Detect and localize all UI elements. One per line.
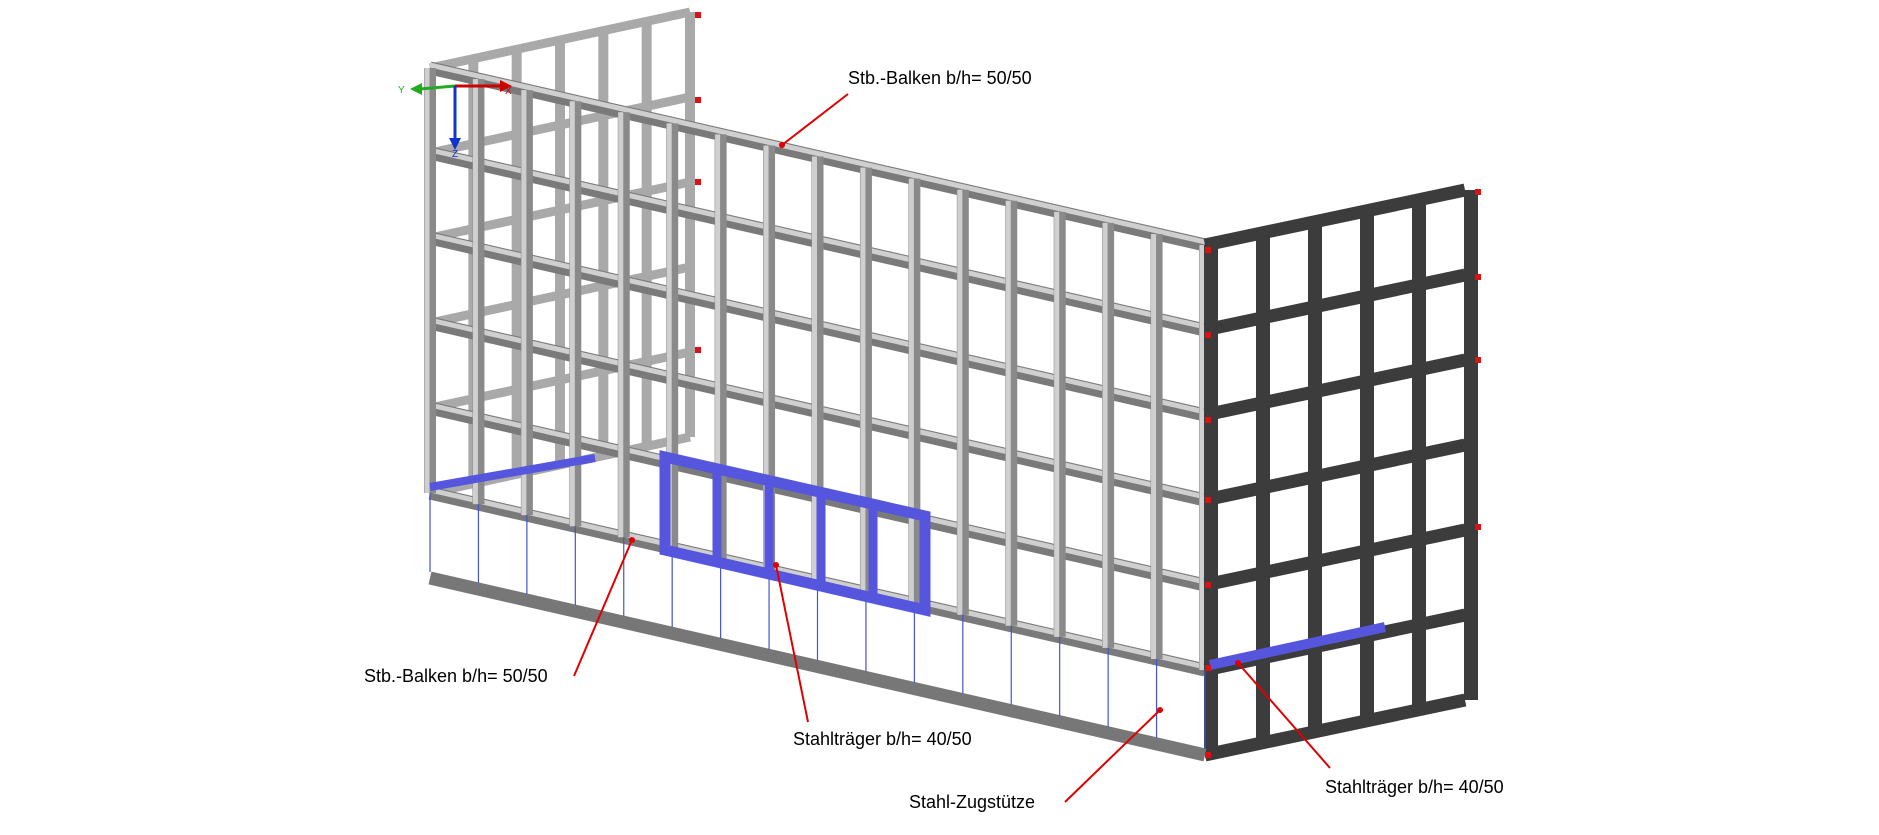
ground-beam [428, 571, 1207, 762]
support-marker [1475, 357, 1481, 363]
label-beam-top: Stb.-Balken b/h= 50/50 [848, 68, 1032, 88]
z-axis-label: Z [452, 149, 458, 160]
leader-line [1064, 709, 1161, 803]
right-wall-beam [1203, 183, 1467, 252]
support-marker [695, 347, 701, 353]
label-steel-column: Stahl-Zugstütze [909, 792, 1036, 812]
support-marker [1205, 582, 1211, 588]
support-marker [1205, 332, 1211, 338]
label-beam-left: Stb.-Balken b/h= 50/50 [364, 666, 548, 686]
support-marker [695, 12, 701, 18]
axis-triad: X Y Z [398, 80, 512, 160]
y-axis-label: Y [398, 85, 405, 96]
support-marker [695, 179, 701, 185]
support-markers [695, 12, 1481, 758]
support-marker [1205, 665, 1211, 671]
leader-tip [779, 142, 785, 148]
steel-frame-mid [659, 450, 931, 617]
y-axis-line [419, 84, 456, 91]
z-arrow-icon [449, 138, 461, 150]
leader-lines [573, 93, 1331, 803]
x-arrow-icon [500, 80, 512, 92]
main-wall-beam-top [429, 62, 1206, 245]
ground-level [428, 493, 1207, 762]
support-marker [1205, 247, 1211, 253]
label-steel-beam-mid: Stahlträger b/h= 40/50 [793, 729, 972, 749]
support-marker [1205, 752, 1211, 758]
leader-line [775, 564, 809, 723]
leader-tip [629, 537, 635, 543]
leader-tip [773, 562, 779, 568]
support-marker [1205, 497, 1211, 503]
support-marker [1475, 274, 1481, 280]
steel-beam-right [1208, 622, 1387, 670]
leader-line [1237, 662, 1331, 769]
leader-tip [1157, 707, 1163, 713]
steel-beam-back [429, 454, 596, 491]
x-axis-label: X [505, 86, 512, 97]
support-marker [695, 97, 701, 103]
leader-line [781, 93, 849, 146]
support-marker [1205, 417, 1211, 423]
y-arrow-icon [410, 83, 422, 95]
support-marker [1475, 189, 1481, 195]
leader-line [573, 539, 633, 677]
steel-members [429, 450, 1387, 670]
leader-tip [1235, 660, 1241, 666]
support-marker [1475, 524, 1481, 530]
label-steel-beam-right: Stahlträger b/h= 40/50 [1325, 777, 1504, 797]
